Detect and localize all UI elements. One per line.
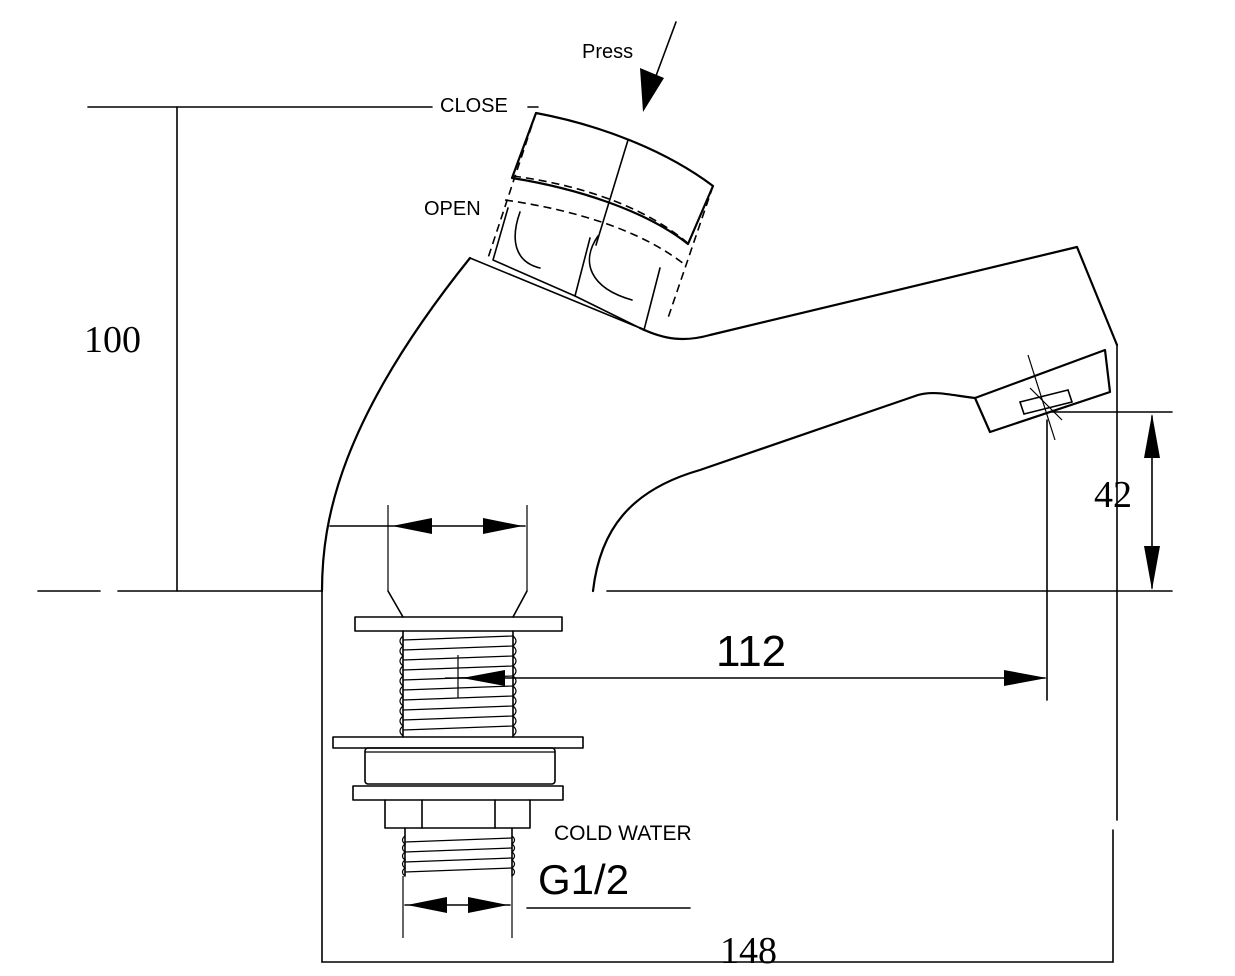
dimension-base-width bbox=[329, 505, 528, 591]
dimension-label-148: 148 bbox=[720, 930, 777, 972]
faucet-body bbox=[320, 245, 1119, 593]
push-button-head bbox=[469, 111, 715, 331]
press-label: Press bbox=[582, 41, 633, 63]
dimension-thread-width bbox=[402, 876, 691, 938]
dimension-reach-112 bbox=[457, 419, 1048, 701]
dimension-height-100 bbox=[87, 106, 539, 592]
cold-water-label: COLD WATER bbox=[554, 822, 692, 845]
threaded-shank bbox=[332, 590, 584, 877]
dimension-label-100: 100 bbox=[84, 319, 141, 361]
dimension-depth-148 bbox=[321, 344, 1118, 963]
dimension-spout-height-42 bbox=[1051, 411, 1173, 590]
press-arrow bbox=[640, 21, 677, 112]
dimension-label-112: 112 bbox=[716, 627, 786, 676]
close-label: CLOSE bbox=[440, 95, 508, 117]
open-label: OPEN bbox=[424, 198, 481, 220]
dimension-label-42: 42 bbox=[1094, 474, 1132, 516]
thread-size-label: G1/2 bbox=[538, 856, 629, 903]
